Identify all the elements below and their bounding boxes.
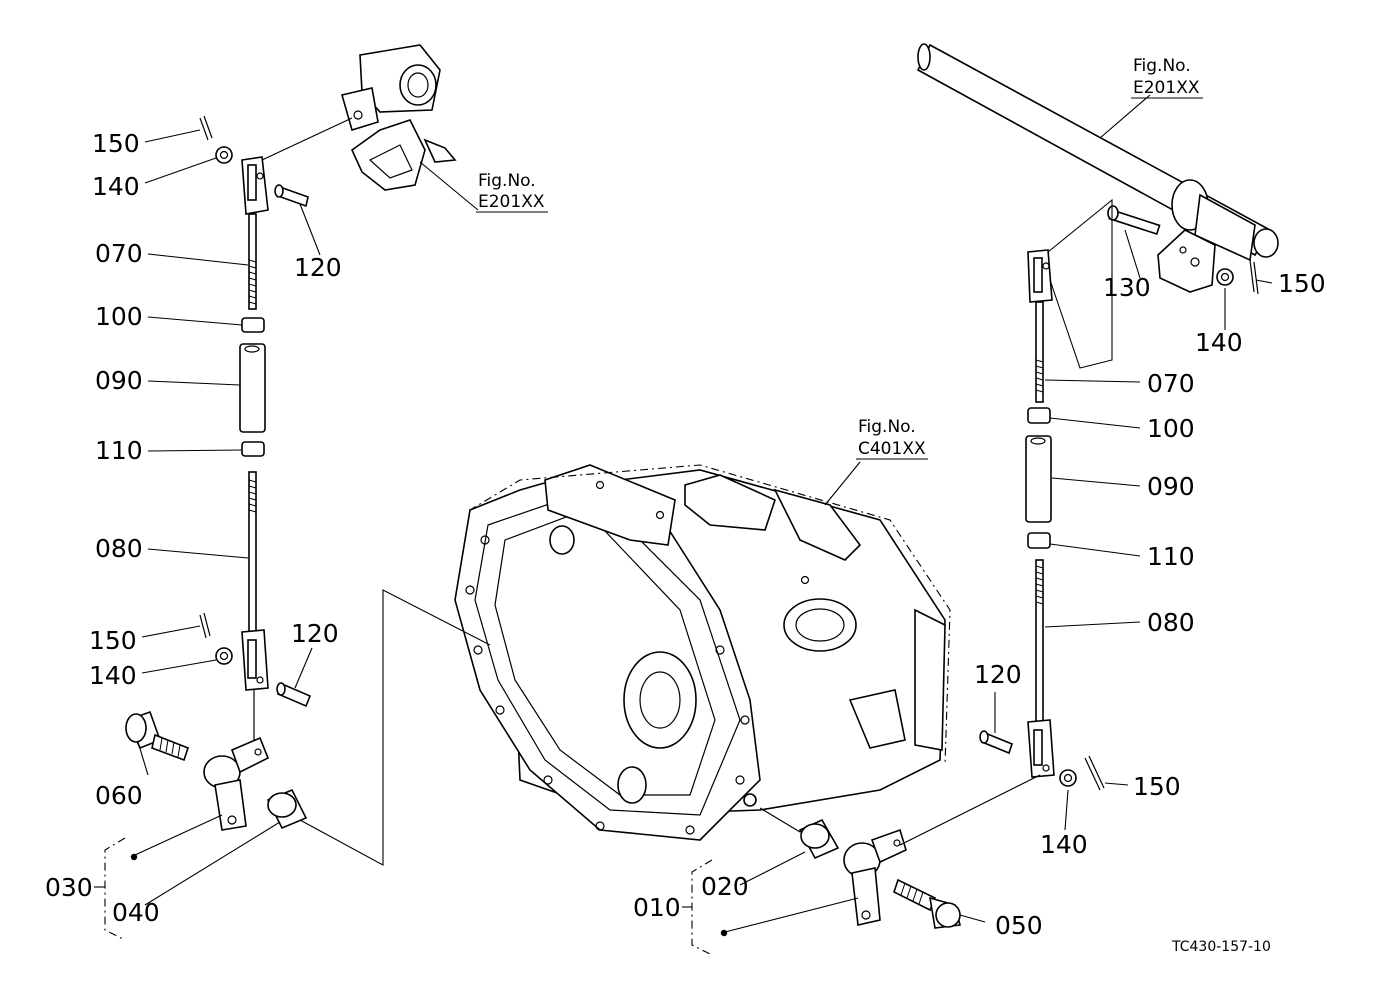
fig-ref-caption: Fig.No.	[858, 417, 916, 437]
drawing-code: TC430-157-10	[1171, 939, 1271, 955]
left-linkage-rod	[199, 115, 312, 745]
callout-120[interactable]: 120	[294, 253, 342, 282]
fig-ref-caption: Fig.No.	[478, 171, 536, 191]
callout-040[interactable]: 040	[112, 898, 160, 927]
callout-080[interactable]: 080	[1147, 608, 1195, 637]
callout-070[interactable]: 070	[1147, 369, 1195, 398]
callout-150[interactable]: 150	[1278, 269, 1326, 298]
right-callouts: 130 150 140 070 100 090 110 080 120 150 …	[633, 269, 1326, 940]
callout-110[interactable]: 110	[1147, 542, 1195, 571]
callout-020[interactable]: 020	[701, 872, 749, 901]
right-linkage-rod	[979, 249, 1105, 791]
fig-ref-code[interactable]: E201XX	[478, 192, 545, 212]
fig-ref-code[interactable]: E201XX	[1133, 78, 1200, 98]
callout-140[interactable]: 140	[1195, 328, 1243, 357]
callout-050[interactable]: 050	[995, 911, 1043, 940]
callout-130[interactable]: 130	[1103, 273, 1151, 302]
fig-ref-center[interactable]: Fig.No. C401XX	[856, 417, 928, 460]
top-right-shaft-assembly	[916, 43, 1279, 295]
callout-030[interactable]: 030	[45, 873, 93, 902]
leader-lines	[94, 94, 1273, 956]
fig-ref-top-left[interactable]: Fig.No. E201XX	[476, 171, 548, 213]
transmission-housing	[454, 464, 951, 841]
callout-010[interactable]: 010	[633, 893, 681, 922]
callout-070[interactable]: 070	[95, 239, 143, 268]
callout-150[interactable]: 150	[89, 626, 137, 655]
fig-ref-code[interactable]: C401XX	[858, 439, 926, 459]
callout-120[interactable]: 120	[974, 660, 1022, 689]
callout-140[interactable]: 140	[89, 661, 137, 690]
callout-090[interactable]: 090	[1147, 472, 1195, 501]
callout-110[interactable]: 110	[95, 436, 143, 465]
callout-120[interactable]: 120	[291, 619, 339, 648]
callout-060[interactable]: 060	[95, 781, 143, 810]
callout-090[interactable]: 090	[95, 366, 143, 395]
assembly-dot-left	[130, 853, 138, 861]
assembly-dot-right	[720, 929, 728, 937]
left-callouts: 150 140 120 070 100 090 110 080 150 140 …	[45, 129, 342, 927]
callout-150[interactable]: 150	[1133, 772, 1181, 801]
callout-140[interactable]: 140	[1040, 830, 1088, 859]
right-lower-arm	[798, 818, 961, 929]
top-left-lever-bracket	[340, 44, 457, 191]
fig-ref-caption: Fig.No.	[1133, 56, 1191, 76]
callout-100[interactable]: 100	[95, 302, 143, 331]
callout-140[interactable]: 140	[92, 172, 140, 201]
callout-100[interactable]: 100	[1147, 414, 1195, 443]
callout-150[interactable]: 150	[92, 129, 140, 158]
callout-080[interactable]: 080	[95, 534, 143, 563]
left-lower-arm	[125, 710, 308, 831]
fig-ref-top-right[interactable]: Fig.No. E201XX	[1131, 56, 1203, 99]
